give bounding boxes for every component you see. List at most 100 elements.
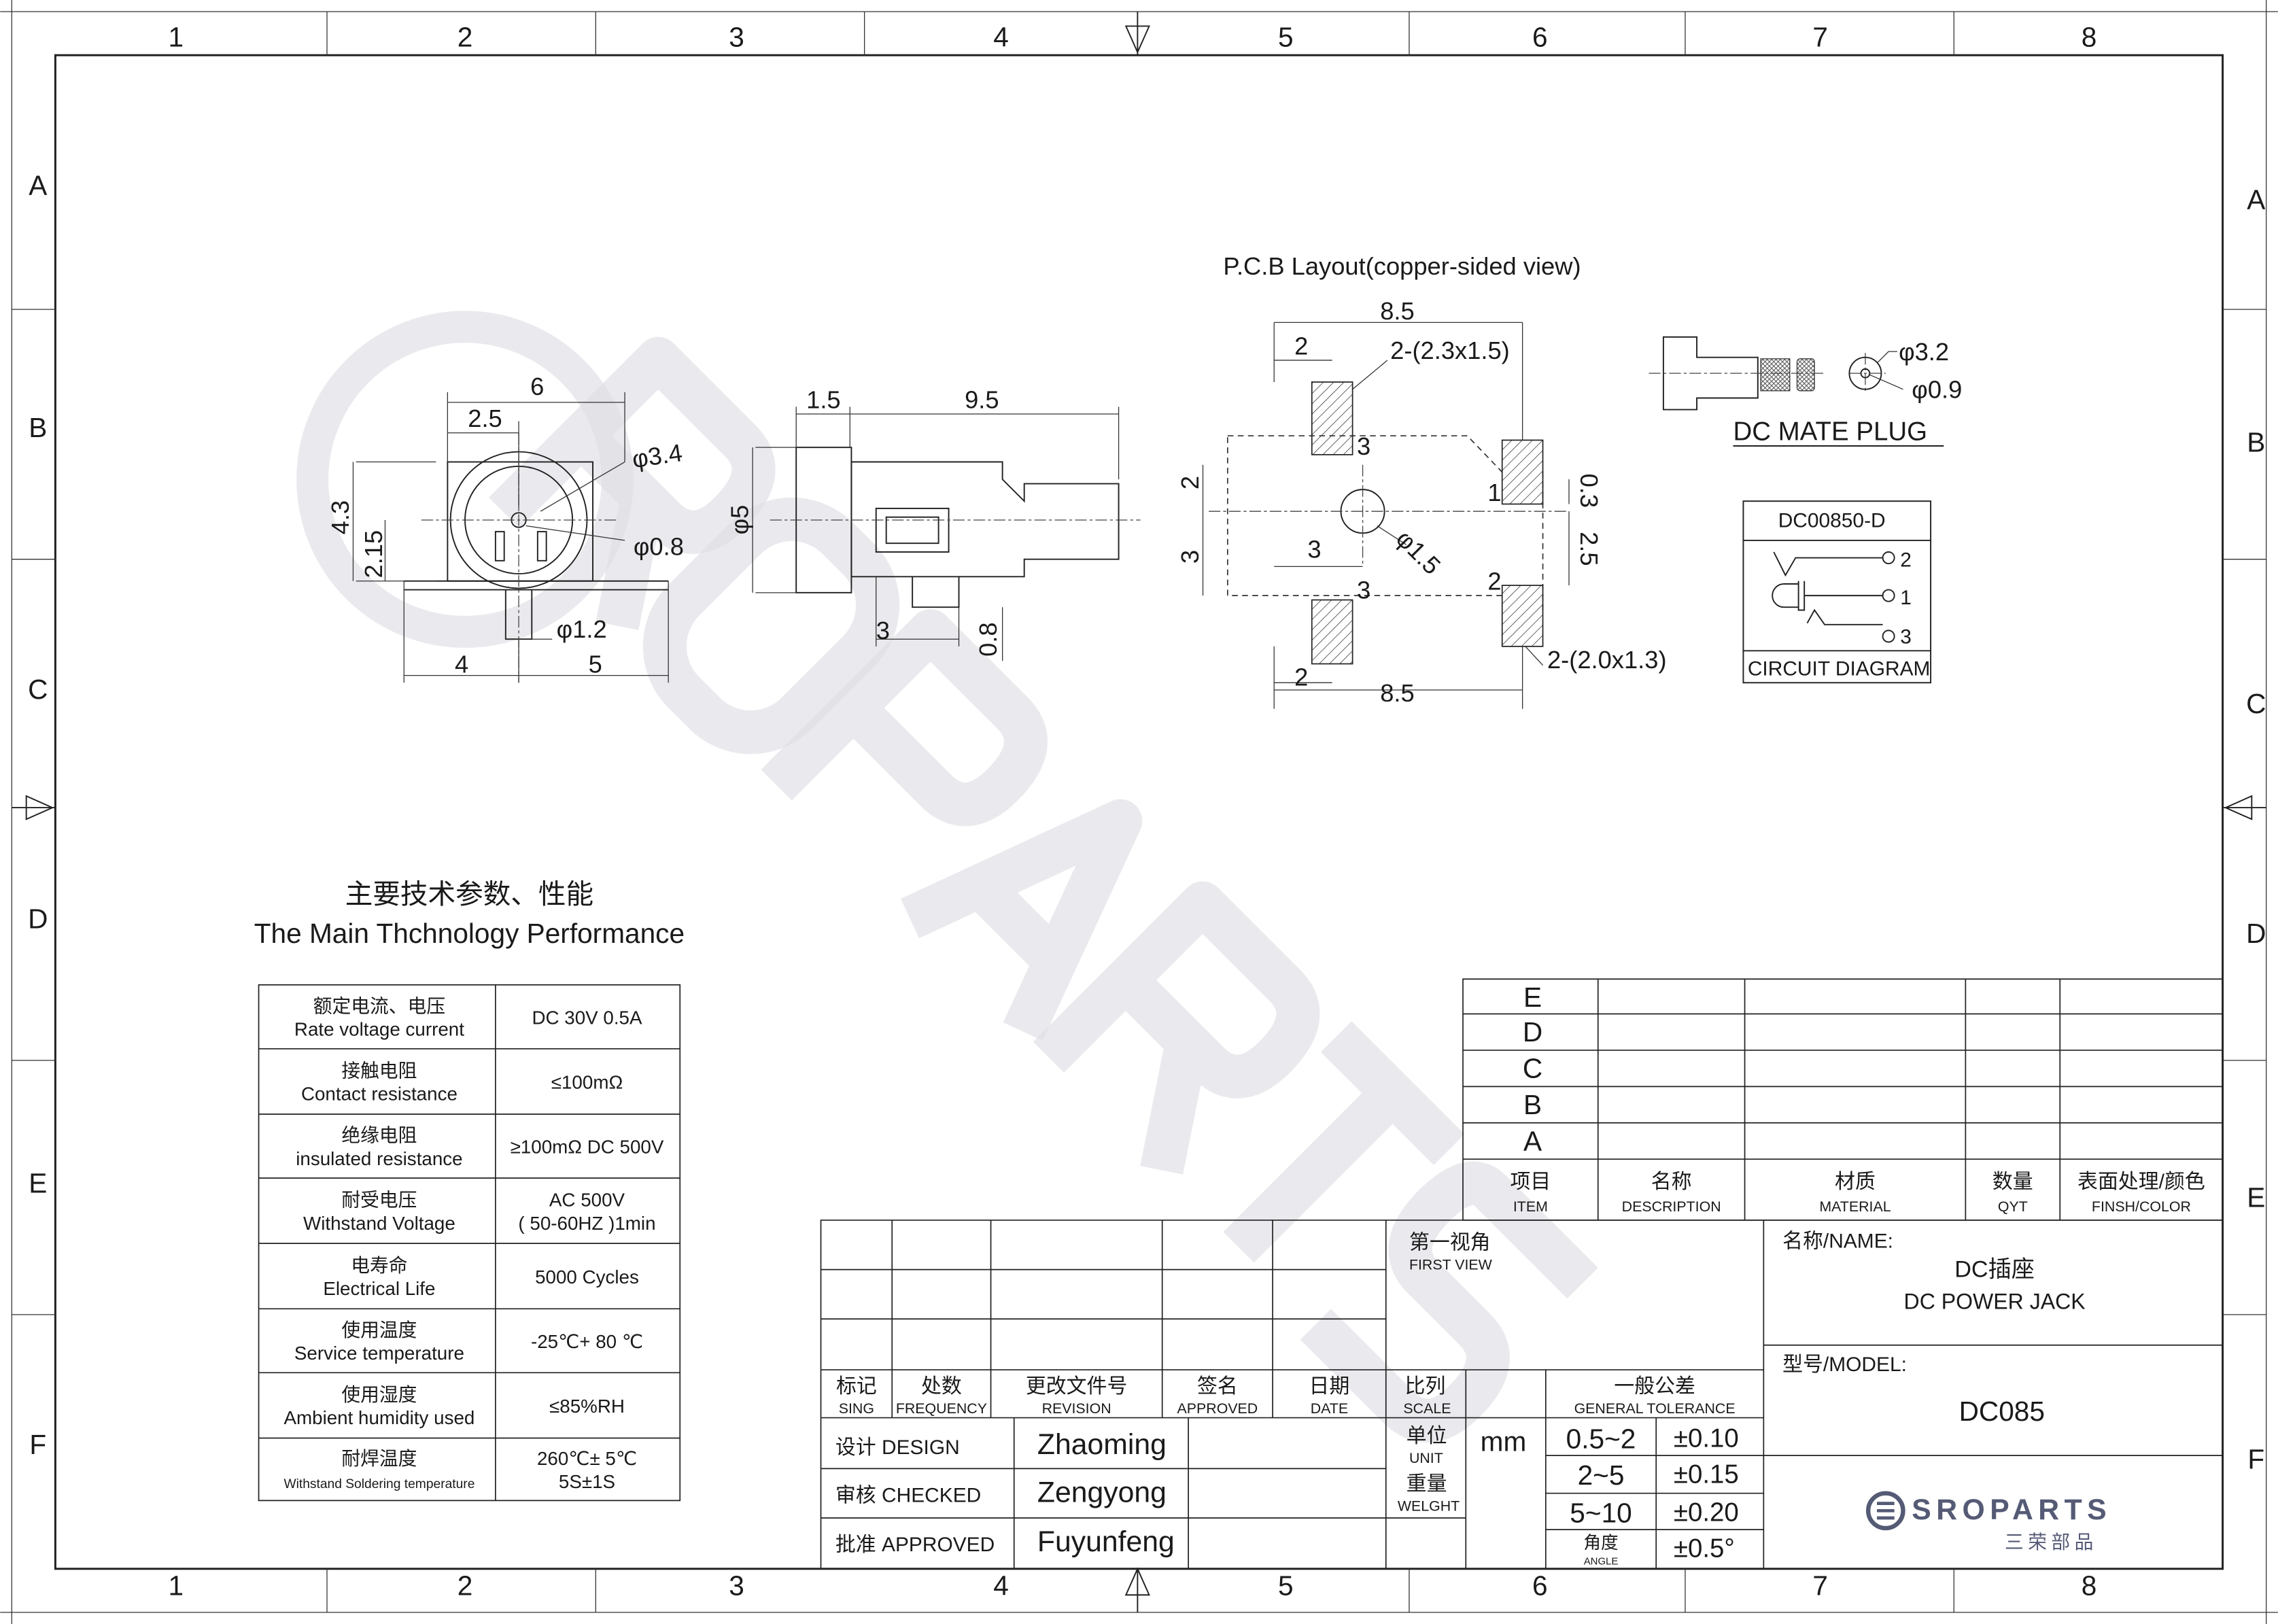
dim-label: 2 [1294, 332, 1308, 360]
dim-label: 3 [1307, 536, 1321, 564]
zone-column-label: 3 [729, 1570, 744, 1601]
zone-row-label: A [29, 169, 47, 201]
first-view-en: FIRST VIEW [1409, 1257, 1493, 1273]
logo-text: SROPARTS [1912, 1493, 2106, 1526]
pin-label: 2 [1900, 549, 1912, 571]
zone-column-label: 4 [993, 1570, 1009, 1601]
center-mark-top [1124, 12, 1150, 56]
logo-mark-icon [1865, 1491, 1905, 1531]
spec-param-en: Withstand Soldering temperature [283, 1477, 474, 1491]
weight-cn: 重量 [1407, 1472, 1447, 1495]
center-mark-right [2222, 795, 2266, 820]
spec-param-en: Ambient humidity used [283, 1407, 474, 1428]
change-header-cn: 标记 [836, 1375, 877, 1398]
tolerance-value: ±0.15 [1674, 1460, 1739, 1489]
change-header-en: FREQUENCY [896, 1400, 987, 1417]
zone-row-label: A [2247, 184, 2265, 215]
spec-value: ≤85%RH [549, 1396, 625, 1417]
change-header-en: SING [839, 1400, 874, 1417]
tolerance-range: 2~5 [1578, 1459, 1625, 1491]
model-label: 型号/MODEL: [1782, 1353, 1907, 1376]
tolerance-value: ±0.10 [1674, 1423, 1739, 1453]
pcb-layout: P.C.B Layout(copper-sided view) 8.5 2 2-… [1176, 252, 1667, 709]
pin-label: 1 [1900, 587, 1912, 609]
pad-number: 3 [1357, 432, 1370, 460]
zone-row-label: F [2247, 1443, 2264, 1474]
spec-param-en: Rate voltage current [294, 1019, 464, 1040]
model-number: DC085 [1959, 1396, 2045, 1427]
spec-param-en: Withstand Voltage [303, 1213, 455, 1234]
spec-param-en: Service temperature [294, 1343, 464, 1364]
zone-column-label: 7 [1812, 1570, 1828, 1601]
front-view: 6 2.5 4.3 2.15 φ3.4 φ0.8 φ1.2 4 5 [326, 373, 684, 683]
revision-row-label: E [1523, 982, 1542, 1013]
approved-name: Fuyunfeng [1037, 1525, 1175, 1558]
spec-value: AC 500V [549, 1190, 625, 1211]
watermark [296, 311, 1598, 1442]
change-header-en: DATE [1311, 1400, 1348, 1417]
revision-header-cn: 数量 [1992, 1171, 2033, 1193]
revision-header-en: ITEM [1513, 1198, 1548, 1215]
zone-column-label: 3 [729, 21, 744, 52]
tolerance-value: ±0.20 [1674, 1498, 1739, 1527]
dim-label: 9.5 [965, 385, 999, 413]
revision-header-en: QYT [1998, 1198, 2028, 1215]
dim-label: φ0.8 [634, 532, 684, 560]
dim-label: φ5 [726, 505, 754, 535]
dim-label: 0.3 [1575, 474, 1603, 508]
spec-section: 主要技术参数、性能 The Main Thchnology Performanc… [254, 878, 685, 1502]
zone-column-label: 5 [1278, 21, 1294, 52]
angle-en: ANGLE [1584, 1555, 1619, 1567]
design-name: Zhaoming [1037, 1428, 1167, 1461]
spec-title-cn: 主要技术参数、性能 [345, 878, 593, 910]
zone-column-label: 6 [1532, 1570, 1548, 1601]
zone-row-label: B [29, 412, 47, 443]
pad-3-top [1311, 381, 1353, 455]
dim-label: 2-(2.3x1.5) [1390, 336, 1510, 364]
product-name-cn: DC插座 [1954, 1256, 2035, 1282]
spec-param-en: insulated resistance [296, 1148, 462, 1169]
spec-value: ≥100mΩ DC 500V [511, 1137, 664, 1158]
zone-column-label: 8 [2082, 21, 2097, 52]
change-header-cn: 处数 [921, 1375, 962, 1398]
pad-number: 2 [1487, 568, 1501, 595]
change-header-en: APPROVED [1177, 1400, 1258, 1417]
zone-column-label: 6 [1532, 21, 1548, 52]
zone-column-label: 5 [1278, 1570, 1294, 1601]
spec-value: 5S±1S [559, 1471, 615, 1492]
checked-label: 审核 CHECKED [835, 1485, 981, 1507]
spec-param-cn: 使用温度 [341, 1319, 417, 1341]
dim-label: φ3.2 [1899, 338, 1949, 366]
dim-label: φ1.2 [557, 615, 607, 643]
angle-cn: 角度 [1583, 1533, 1618, 1553]
spec-param-cn: 绝缘电阻 [341, 1125, 417, 1146]
zone-row-label: C [28, 674, 48, 705]
spec-param-cn: 耐受电压 [341, 1190, 417, 1211]
dim-label: 4 [455, 650, 468, 678]
change-header-cn: 签名 [1197, 1375, 1238, 1398]
tolerance-en: GENERAL TOLERANCE [1574, 1400, 1736, 1417]
spec-param-cn: 额定电流、电压 [313, 995, 445, 1016]
dim-label: 5 [589, 650, 602, 678]
watermark-lettering [488, 336, 1598, 1442]
unit-en: UNIT [1409, 1450, 1443, 1466]
zone-column-label: 7 [1812, 21, 1828, 52]
spec-value: -25℃+ 80 ℃ [531, 1331, 643, 1352]
dim-label: 2 [1294, 663, 1308, 691]
design-label: 设计 DESIGN [835, 1436, 960, 1459]
change-header-cn: 日期 [1309, 1375, 1350, 1398]
angle-tolerance: ±0.5° [1674, 1534, 1735, 1563]
zone-row-label: F [29, 1429, 46, 1460]
revision-header-cn: 材质 [1835, 1171, 1876, 1193]
revision-row-label: D [1523, 1016, 1542, 1048]
tolerance-range: 5~10 [1570, 1497, 1632, 1528]
dim-label: 8.5 [1380, 679, 1414, 707]
revision-header-cn: 名称 [1651, 1171, 1692, 1193]
zone-column-label: 2 [458, 21, 473, 52]
revision-header-en: DESCRIPTION [1622, 1198, 1721, 1215]
spec-title-en: The Main Thchnology Performance [254, 918, 685, 949]
circuit-part-number: DC00850-D [1778, 510, 1886, 532]
spec-value: DC 30V 0.5A [532, 1007, 642, 1028]
